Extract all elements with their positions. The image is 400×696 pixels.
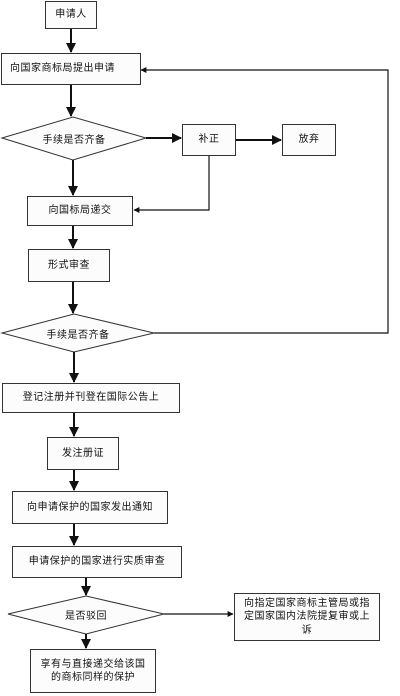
edge-decision2-loop-to-file <box>140 67 389 334</box>
node-submit-to-office: 向国标局递交 <box>27 196 133 226</box>
node-formal-examination: 形式审查 <box>28 249 110 282</box>
node-register-publish: 登记注册并刊登在国际公告上 <box>2 383 180 413</box>
decision-label-complete-1: 手续是否齐备 <box>42 134 106 146</box>
node-applicant: 申请人 <box>45 1 97 29</box>
node-substantive-examination: 申请保护的国家进行实质审查 <box>12 546 182 578</box>
node-notify-countries: 向申请保护的国家发出通知 <box>12 491 168 524</box>
node-appeal: 向指定国家商标主管局或指定国家国内法院提复审或上诉 <box>234 593 380 641</box>
node-supplement: 补正 <box>182 124 236 156</box>
node-issue-certificate: 发注册证 <box>47 437 119 470</box>
node-abandon: 放弃 <box>282 124 336 156</box>
decision-label-complete-2: 手续是否齐备 <box>46 329 110 341</box>
decision-label-reject: 是否驳回 <box>65 610 107 622</box>
edge-supplement-to-submit <box>133 156 210 213</box>
node-file-application: 向国家商标局提出申请 <box>1 53 141 85</box>
node-protection: 享有与直接递交给该国的商标同样的保护 <box>30 649 156 693</box>
